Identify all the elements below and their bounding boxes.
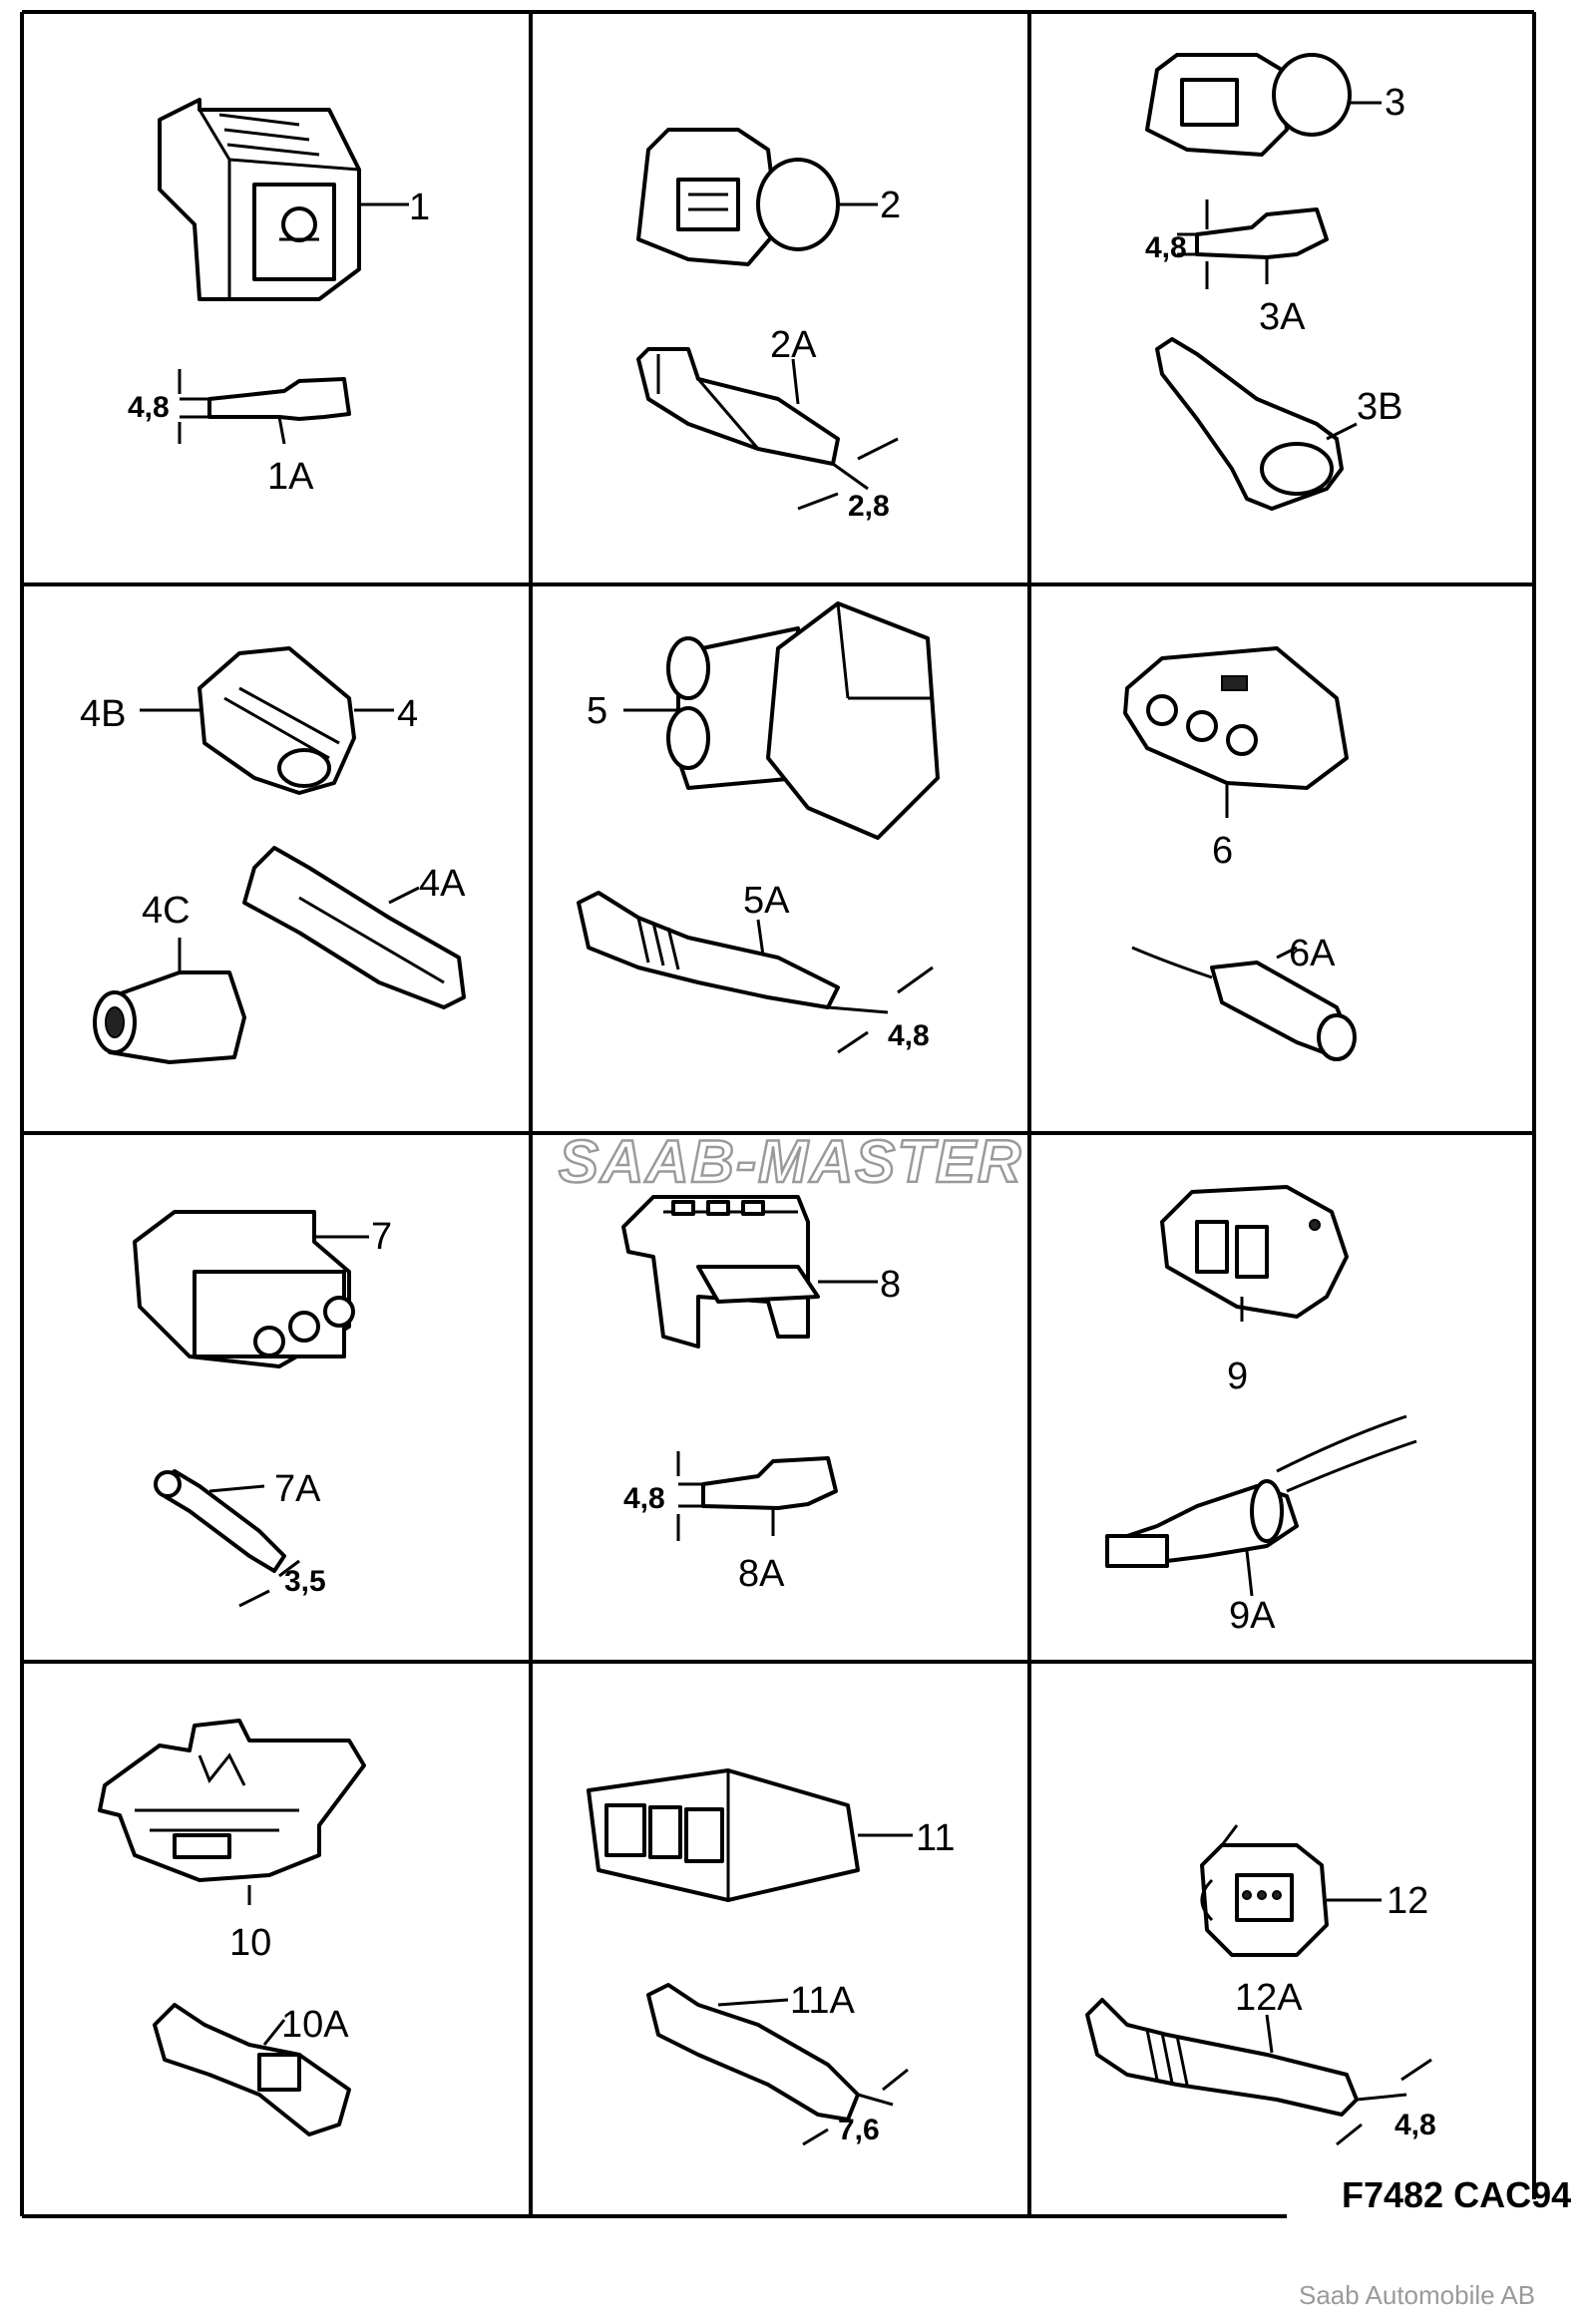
label-part-8A: 8A bbox=[738, 1553, 785, 1595]
connector-4-illustration bbox=[140, 646, 394, 795]
terminal-5A-illustration bbox=[577, 891, 934, 1054]
terminal-12A-illustration bbox=[1085, 1998, 1432, 2146]
copyright-notice: Saab Automobile AB bbox=[1299, 2280, 1535, 2310]
label-part-2A: 2A bbox=[770, 324, 817, 366]
dimension-5A: 4,8 bbox=[888, 1019, 930, 1052]
dimension-1A: 4,8 bbox=[128, 391, 170, 424]
dimension-12A: 4,8 bbox=[1395, 2109, 1436, 2141]
label-part-1: 1 bbox=[409, 187, 430, 228]
connector-10-illustration bbox=[98, 1719, 366, 1905]
label-part-4B: 4B bbox=[80, 693, 126, 735]
figure-code: F7482 CAC94 bbox=[1342, 2174, 1571, 2215]
terminal-1A-illustration bbox=[178, 369, 351, 445]
label-part-5A: 5A bbox=[743, 880, 790, 922]
wedge-4A-illustration bbox=[242, 846, 466, 1009]
label-part-6: 6 bbox=[1212, 830, 1233, 872]
connector-1-illustration bbox=[158, 98, 409, 301]
label-part-4: 4 bbox=[397, 693, 418, 735]
connector-3-illustration bbox=[1145, 53, 1382, 157]
label-part-3: 3 bbox=[1385, 82, 1405, 124]
dimension-7A: 3,5 bbox=[284, 1565, 326, 1598]
dimension-8A: 4,8 bbox=[623, 1482, 665, 1515]
label-part-1A: 1A bbox=[267, 456, 314, 498]
connector-7-illustration bbox=[133, 1210, 369, 1368]
label-part-6A: 6A bbox=[1289, 933, 1336, 974]
label-part-11A: 11A bbox=[790, 1980, 855, 2022]
label-part-12: 12 bbox=[1387, 1880, 1428, 1922]
label-part-4C: 4C bbox=[142, 890, 191, 932]
dimension-2A: 2,8 bbox=[848, 490, 890, 523]
label-part-9: 9 bbox=[1227, 1355, 1248, 1397]
seal-4C-illustration bbox=[93, 938, 246, 1064]
terminal-10A-illustration bbox=[153, 2003, 351, 2136]
watermark: SAAB-MASTER bbox=[559, 1128, 1022, 1195]
sensor-9A-illustration bbox=[1105, 1414, 1417, 1597]
dimension-11A: 7,6 bbox=[838, 2114, 880, 2146]
connector-5-illustration bbox=[623, 601, 940, 840]
connector-9-illustration bbox=[1160, 1185, 1349, 1322]
label-part-2: 2 bbox=[880, 185, 901, 226]
label-part-8: 8 bbox=[880, 1264, 901, 1306]
label-part-10: 10 bbox=[229, 1922, 271, 1964]
terminal-7A-illustration bbox=[154, 1469, 300, 1608]
label-part-9A: 9A bbox=[1229, 1595, 1276, 1637]
label-part-4A: 4A bbox=[419, 863, 466, 905]
terminal-2A-illustration bbox=[636, 347, 899, 511]
connector-2-illustration bbox=[636, 128, 878, 266]
label-part-3A: 3A bbox=[1259, 296, 1306, 338]
label-part-7A: 7A bbox=[274, 1468, 321, 1510]
terminal-3A-illustration bbox=[1177, 199, 1329, 289]
label-part-12A: 12A bbox=[1235, 1977, 1303, 2019]
label-part-5: 5 bbox=[587, 690, 607, 732]
connector-11-illustration bbox=[587, 1768, 913, 1902]
terminal-6A-illustration bbox=[1131, 946, 1357, 1061]
grid-frame bbox=[20, 10, 1536, 2218]
label-part-11: 11 bbox=[916, 1817, 955, 1859]
terminal-11A-illustration bbox=[646, 1983, 909, 2146]
label-part-7: 7 bbox=[371, 1216, 392, 1258]
boot-3B-illustration bbox=[1155, 337, 1358, 511]
dimension-3A: 4,8 bbox=[1145, 231, 1187, 264]
connector-6-illustration bbox=[1123, 646, 1349, 818]
terminal-8A-illustration bbox=[676, 1451, 838, 1541]
connector-12-illustration bbox=[1200, 1824, 1382, 1957]
label-part-10A: 10A bbox=[281, 2004, 349, 2046]
label-part-3B: 3B bbox=[1357, 386, 1402, 428]
connector-8-illustration bbox=[621, 1195, 878, 1349]
